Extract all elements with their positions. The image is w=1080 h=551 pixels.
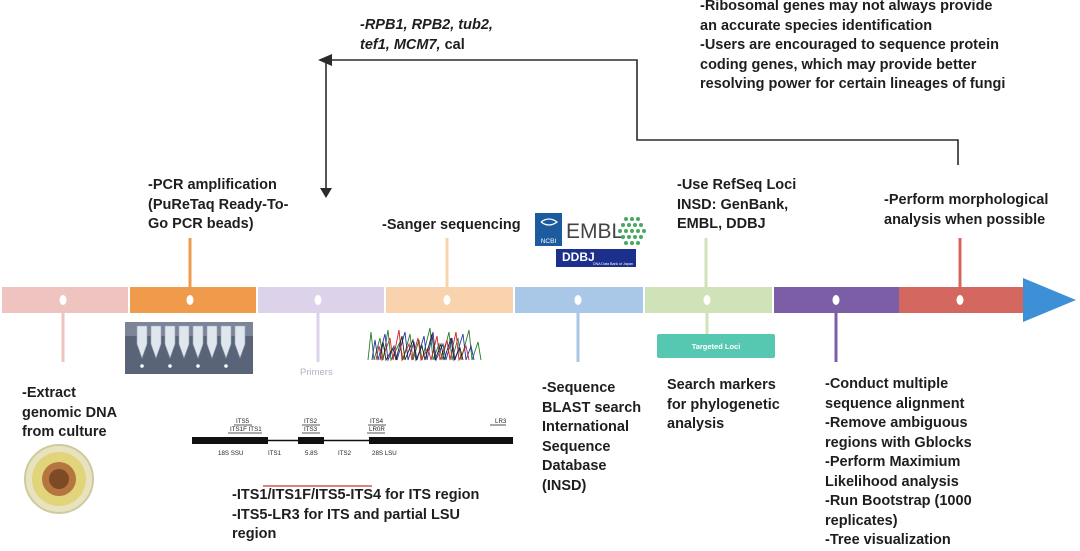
its-primer-label-its4: ITS4 bbox=[370, 418, 384, 425]
ncbi-logo-text: NCBI bbox=[541, 238, 557, 245]
ddbj-logo: DDBJ DNA Data Bank of Japan bbox=[556, 249, 636, 267]
culture-plate-photo bbox=[24, 444, 94, 514]
timeline-dot-6 bbox=[703, 295, 711, 305]
timeline-dot-7 bbox=[832, 295, 840, 305]
step-text-line: genomic DNA bbox=[22, 404, 118, 421]
step-search-markers: Search markers for phylogenetic analysis bbox=[667, 376, 780, 435]
timeline-dot-5 bbox=[574, 295, 582, 305]
timeline-dot-3 bbox=[314, 295, 322, 305]
step-text-line: -Perform morphological bbox=[884, 192, 1049, 208]
its-region-its2: ITS2 bbox=[338, 450, 352, 457]
step-phylogenetic-analysis: -Conduct multiple sequence alignment -Re… bbox=[825, 375, 972, 551]
its-primer-label-lr0r: LR0R bbox=[369, 426, 385, 433]
step-text-line: for phylogenetic bbox=[667, 396, 780, 413]
its-primer-label-its1f-its1: ITS1F ITS1 bbox=[230, 426, 262, 433]
step-text-line: sequence alignment bbox=[825, 395, 965, 412]
step-text-line: EMBL, DDBJ bbox=[677, 216, 766, 232]
step-text-line: regions with Gblocks bbox=[825, 434, 972, 451]
its-primer-label-its2: ITS2 bbox=[304, 418, 318, 425]
embl-logo-text: EMBL bbox=[566, 220, 623, 243]
its-note-line: -ITS5-LR3 for ITS and partial LSU bbox=[232, 506, 460, 523]
step-text-line: -Sanger sequencing bbox=[382, 217, 521, 233]
targeted-loci-badge: Targeted Loci bbox=[657, 334, 775, 358]
ribosomal-genes-note: -Ribosomal genes may not always provide … bbox=[700, 0, 1005, 95]
step-text-line: -Conduct multiple bbox=[825, 376, 949, 392]
step-blast-search: -Sequence BLAST search International Seq… bbox=[542, 379, 641, 496]
step-text-line: Likelihood analysis bbox=[825, 473, 959, 490]
step-text-line: -Extract bbox=[22, 385, 76, 401]
step-text-line: -Remove ambiguous bbox=[825, 415, 968, 431]
its-primer-label-lr3: LR3 bbox=[495, 418, 507, 425]
step-text-line: -Tree visualization bbox=[825, 532, 951, 548]
embl-hexagon-logo bbox=[618, 217, 646, 245]
step-refseq-loci: -Use RefSeq Loci INSD: GenBank, EMBL, DD… bbox=[677, 176, 796, 235]
top-genes-line-2-plain: cal bbox=[440, 36, 465, 53]
step-text-line: -Perform Maximium bbox=[825, 454, 961, 470]
ncbi-logo: NCBI bbox=[535, 213, 562, 246]
step-text-line: Database bbox=[542, 458, 607, 474]
step-text-line: from culture bbox=[22, 424, 107, 440]
its-primer-label-its3: ITS3 bbox=[304, 426, 318, 433]
top-genes-line-1: -RPB1, RPB2, tub2, bbox=[360, 17, 493, 33]
timeline-dot-1 bbox=[59, 295, 67, 305]
ddbj-logo-text: DDBJ bbox=[562, 250, 595, 264]
feedback-loop-arrowhead-left bbox=[318, 54, 332, 66]
step-text-line: INSD: GenBank, bbox=[677, 196, 789, 213]
step-text-line: Sequence bbox=[542, 438, 611, 455]
step-text-line: -Use RefSeq Loci bbox=[677, 177, 797, 193]
ribosomal-note-line: -Ribosomal genes may not always provide bbox=[700, 0, 993, 14]
step-text-line: replicates) bbox=[825, 512, 898, 529]
timeline-bar bbox=[2, 278, 1076, 322]
chromatogram-image bbox=[367, 327, 482, 362]
step-text-line: Search markers bbox=[667, 377, 776, 393]
timeline-dot-8 bbox=[956, 295, 964, 305]
step-text-line: -PCR amplification bbox=[148, 177, 277, 193]
its-region-18s: 18S SSU bbox=[218, 450, 243, 457]
step-text-line: International bbox=[542, 419, 630, 435]
ribosomal-note-line: resolving power for certain lineages of … bbox=[700, 76, 1006, 92]
ribosomal-note-line: coding genes, which may provide better bbox=[700, 56, 977, 73]
its-region-28s: 28S LSU bbox=[372, 450, 397, 457]
primers-label: Primers bbox=[300, 367, 333, 378]
timeline-dot-4 bbox=[443, 295, 451, 305]
step-text-line: Go PCR beads) bbox=[148, 216, 254, 232]
top-genes-line-2-italic: tef1, MCM7, bbox=[360, 36, 441, 53]
step-text-line: BLAST search bbox=[542, 399, 642, 416]
step-text-line: analysis when possible bbox=[884, 211, 1046, 228]
timeline-arrowhead bbox=[1023, 278, 1076, 322]
ribosomal-note-line: an accurate species identification bbox=[700, 17, 933, 34]
its-region-58s: 5.8S bbox=[305, 450, 318, 457]
step-extract-dna: -Extract genomic DNA from culture bbox=[22, 384, 117, 443]
step-sanger-sequencing: -Sanger sequencing bbox=[382, 216, 521, 236]
its-primer-notes: -ITS1/ITS1F/ITS5-ITS4 for ITS region -IT… bbox=[232, 486, 479, 545]
step-text-line: -Sequence bbox=[542, 380, 616, 396]
feedback-loop-line bbox=[325, 59, 959, 190]
step-morphological-analysis: -Perform morphological analysis when pos… bbox=[884, 191, 1048, 230]
step-text-line: (INSD) bbox=[542, 477, 587, 494]
its-primer-label-its5: ITS5 bbox=[236, 418, 250, 425]
ddbj-logo-subtitle: DNA Data Bank of Japan bbox=[593, 262, 633, 266]
its-region-its1: ITS1 bbox=[268, 450, 282, 457]
timeline-dot-2 bbox=[186, 295, 194, 305]
step-text-line: (PuReTaq Ready-To- bbox=[148, 196, 289, 213]
ribosomal-note-line: -Users are encouraged to sequence protei… bbox=[700, 37, 999, 53]
its-region-map: ITS5 ITS1F ITS1 ITS2 ITS3 ITS4 LR0R LR3 … bbox=[192, 418, 513, 487]
step-text-line: analysis bbox=[667, 416, 725, 432]
targeted-loci-label: Targeted Loci bbox=[692, 342, 741, 351]
top-genes-note: -RPB1, RPB2, tub2, tef1, MCM7, cal bbox=[360, 16, 493, 55]
feedback-loop-arrowhead-down bbox=[320, 188, 332, 198]
step-pcr-amplification: -PCR amplification (PuReTaq Ready-To- Go… bbox=[148, 176, 288, 235]
pcr-tubes-photo bbox=[125, 322, 253, 374]
step-text-line: -Run Bootstrap (1000 bbox=[825, 493, 972, 509]
its-note-line: -ITS1/ITS1F/ITS5-ITS4 for ITS region bbox=[232, 487, 480, 503]
its-note-line: region bbox=[232, 526, 277, 542]
top-genes-line-2: tef1, MCM7, cal bbox=[360, 36, 493, 56]
